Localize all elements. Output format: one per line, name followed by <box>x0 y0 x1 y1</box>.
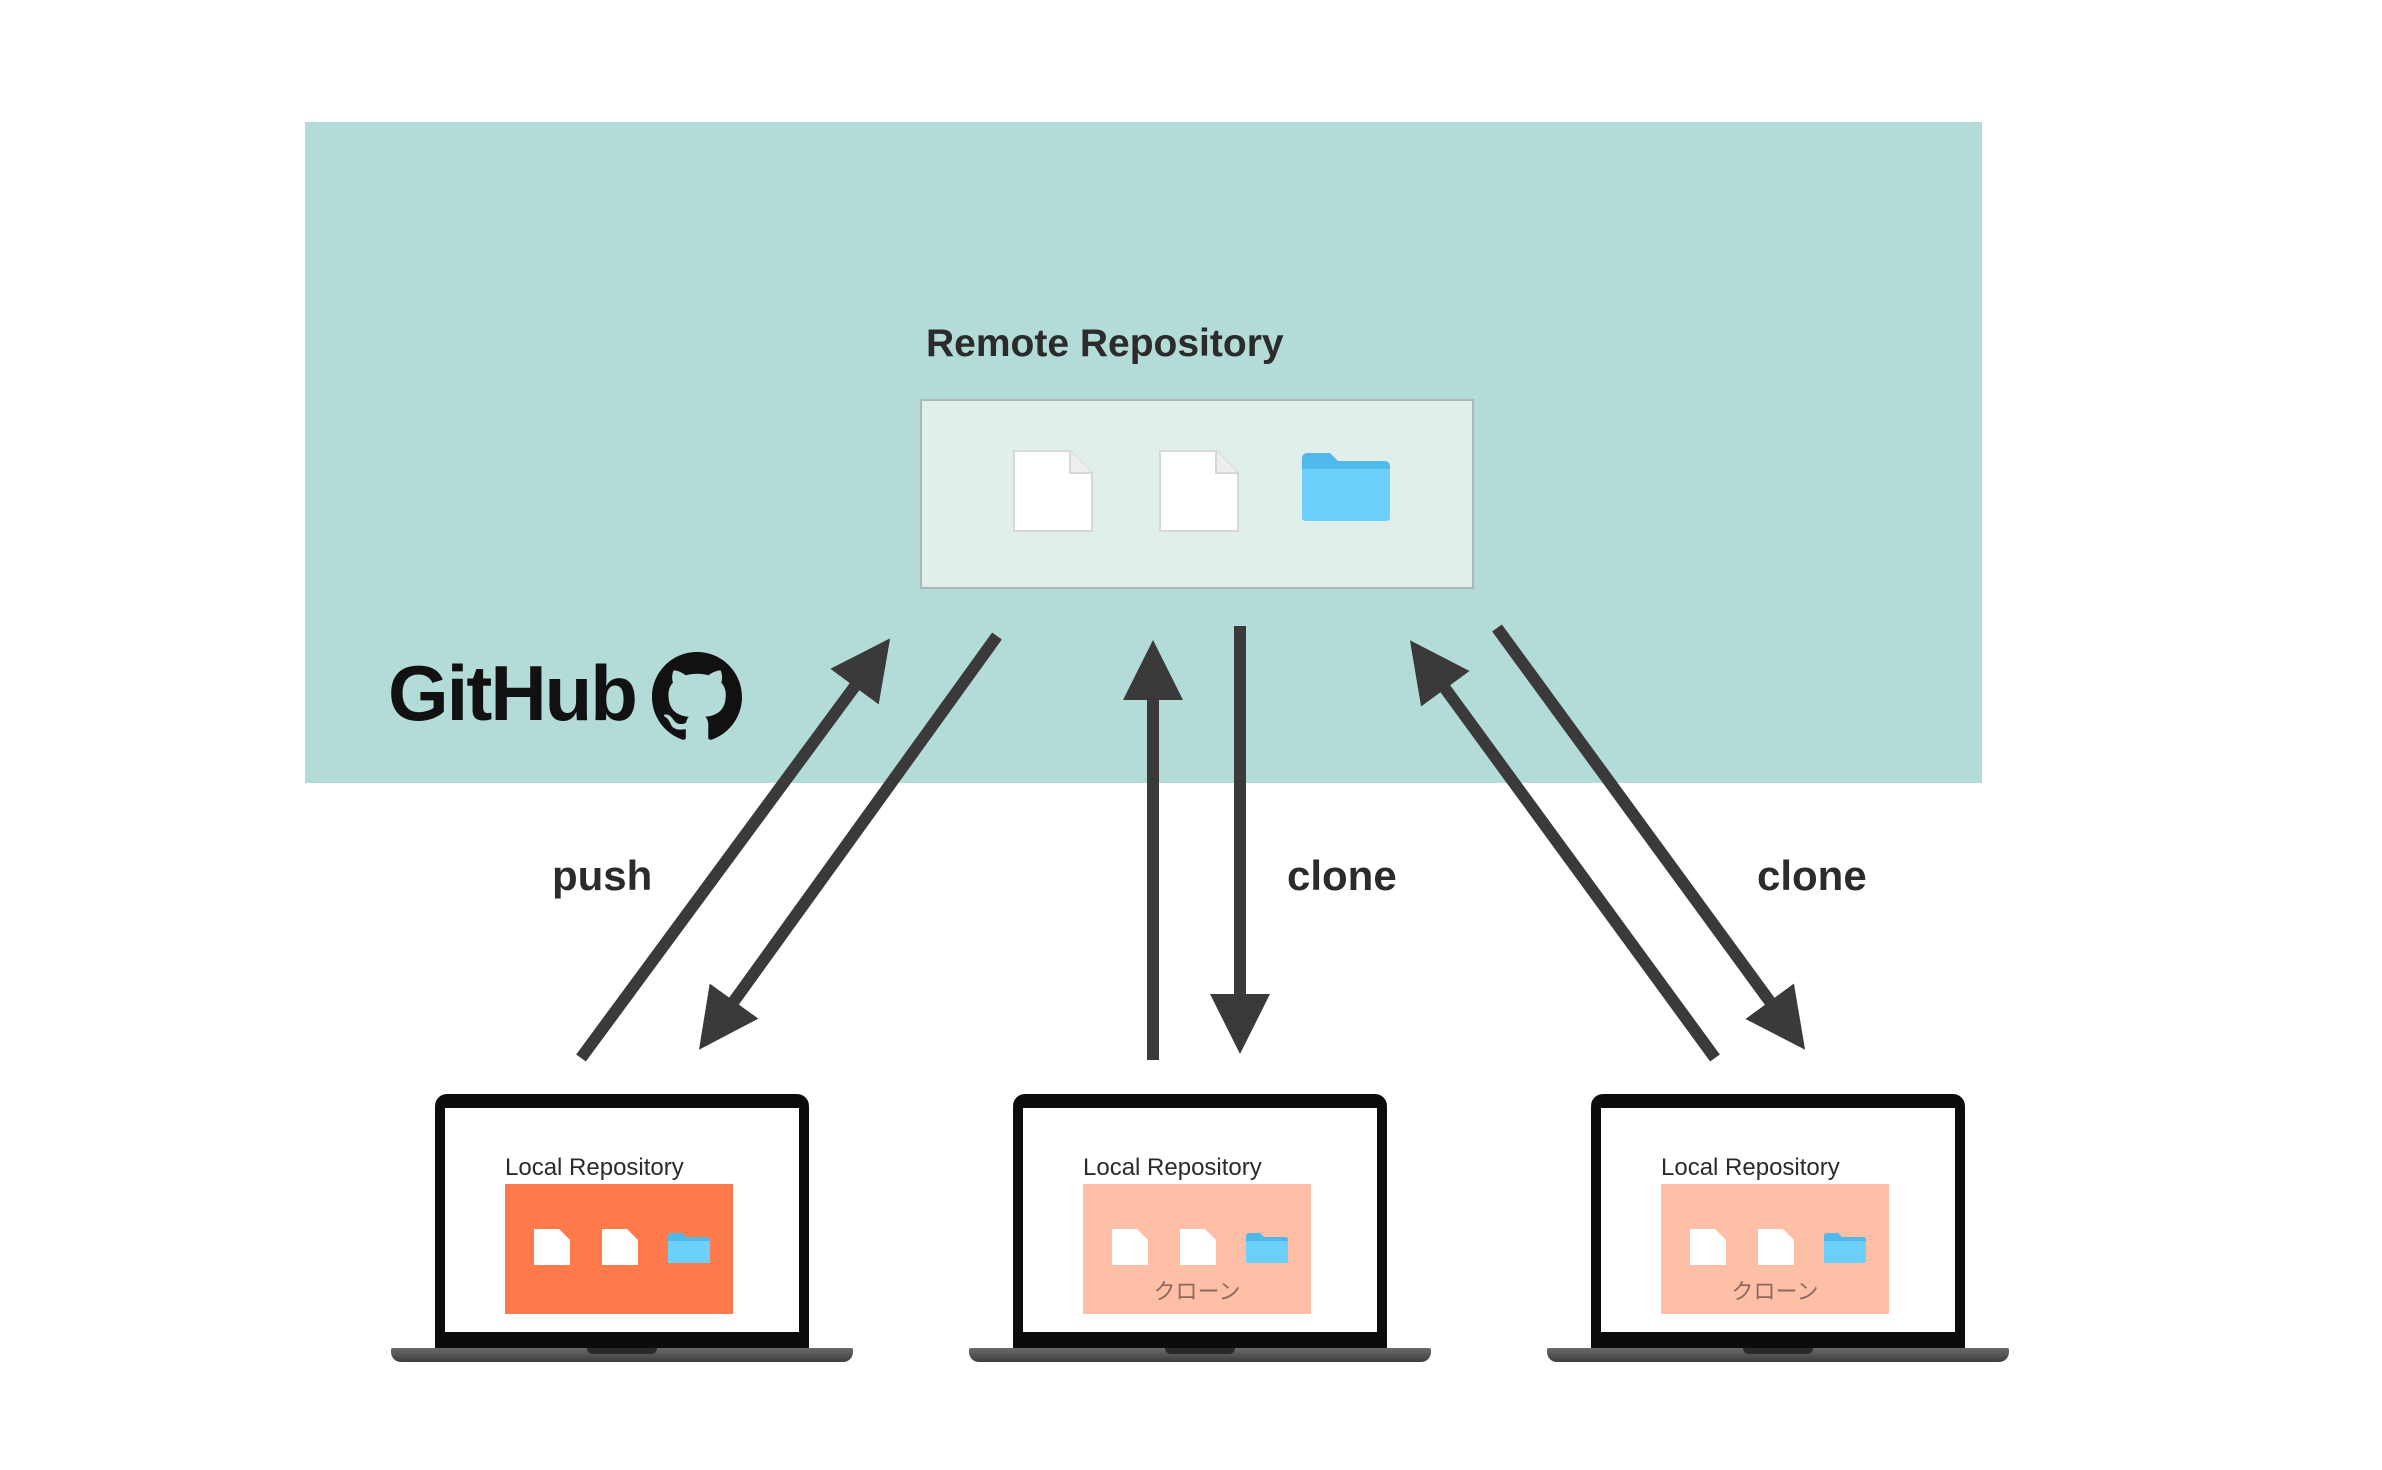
clone-label: clone <box>1287 852 1397 899</box>
laptop-base <box>1547 1348 2009 1362</box>
local-repository-title: Local Repository <box>1661 1154 1840 1181</box>
file-icon <box>1112 1229 1148 1265</box>
laptop-2: Local Repository クローン <box>969 1094 1431 1364</box>
laptop-screen: Local Repository クローン <box>1013 1094 1387 1348</box>
laptop-display: Local Repository <box>445 1108 799 1332</box>
github-wordmark: GitHub <box>388 649 638 737</box>
file-icon <box>602 1229 638 1265</box>
file-icon <box>1758 1229 1794 1265</box>
laptop-base <box>969 1348 1431 1362</box>
laptop-base <box>391 1348 853 1362</box>
clone-note: クローン <box>1731 1279 1819 1304</box>
local-repository-title: Local Repository <box>1083 1154 1262 1181</box>
laptop-3: Local Repository クローン <box>1547 1094 2009 1364</box>
laptop-screen: Local Repository <box>435 1094 809 1348</box>
push-label: push <box>552 852 653 899</box>
laptop-notch <box>1165 1348 1235 1354</box>
file-icon <box>1690 1229 1726 1265</box>
laptop-1: Local Repository <box>391 1094 853 1364</box>
folder-icon <box>1824 1233 1866 1263</box>
github-octocat-icon <box>652 652 742 740</box>
push-arrow-up <box>576 638 891 1062</box>
remote-repository-title: Remote Repository <box>926 322 1284 365</box>
file-icon <box>1013 450 1093 532</box>
laptop-display: Local Repository クローン <box>1601 1108 1955 1332</box>
push-arrow-up-3 <box>1409 640 1720 1062</box>
clone-arrow-down-2 <box>1492 624 1806 1050</box>
folder-icon <box>1246 1233 1288 1263</box>
pull-arrow-down <box>698 632 1002 1050</box>
laptop-notch <box>1743 1348 1813 1354</box>
laptop-notch <box>587 1348 657 1354</box>
file-icon <box>1180 1229 1216 1265</box>
local-repository-title: Local Repository <box>505 1154 684 1181</box>
local-repository-box <box>505 1184 733 1314</box>
folder-icon <box>1302 453 1390 521</box>
file-icon <box>1159 450 1239 532</box>
local-repository-box: クローン <box>1661 1184 1889 1314</box>
remote-repository-box <box>920 399 1474 589</box>
laptop-screen: Local Repository クローン <box>1591 1094 1965 1348</box>
file-icon <box>534 1229 570 1265</box>
clone-note: クローン <box>1153 1279 1241 1304</box>
local-repository-box: クローン <box>1083 1184 1311 1314</box>
clone-label: clone <box>1757 852 1867 899</box>
folder-icon <box>668 1233 710 1263</box>
laptop-display: Local Repository クローン <box>1023 1108 1377 1332</box>
